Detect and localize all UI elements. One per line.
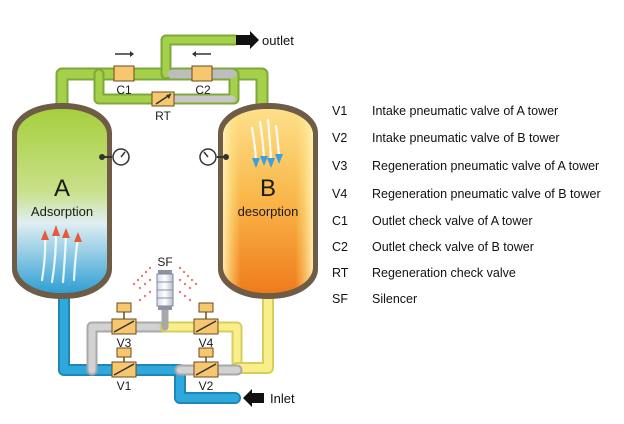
pneumatic-valve-v4: V4 xyxy=(193,302,219,350)
legend-desc: Outlet check valve of B tower xyxy=(372,240,534,254)
c2-label: C2 xyxy=(195,83,211,97)
tower-a-label: Adsorption xyxy=(31,204,93,219)
v4-label: V4 xyxy=(199,336,214,350)
legend-desc: Silencer xyxy=(372,292,418,306)
pneumatic-valve-v1: V1 xyxy=(111,347,137,393)
legend-desc: Regeneration pneumatic valve of A tower xyxy=(372,159,600,173)
tower-b-pressure-gauge-icon xyxy=(199,148,229,166)
tower-b: B desorption xyxy=(218,103,318,299)
legend-code: RT xyxy=(332,266,349,280)
sf-label: SF xyxy=(157,255,172,269)
flow-left-arrow-icon xyxy=(192,51,196,57)
outlet-marker: outlet xyxy=(236,31,294,49)
exhaust-dots xyxy=(132,266,198,302)
flow-right-arrow-icon xyxy=(130,51,134,57)
outlet-arrow-icon xyxy=(236,31,259,49)
check-valve-c1: C1 xyxy=(113,51,135,97)
legend-code: C1 xyxy=(332,214,348,228)
legend-desc: Outlet check valve of A tower xyxy=(372,214,533,228)
legend-desc: Regeneration check valve xyxy=(372,266,516,280)
desorption-arrows xyxy=(250,118,283,168)
tower-a-pressure-gauge-icon xyxy=(99,148,130,166)
legend-code: SF xyxy=(332,292,348,306)
tower-b-label: desorption xyxy=(238,204,299,219)
legend-desc: Intake pneumatic valve of A tower xyxy=(372,104,559,118)
outlet-label: outlet xyxy=(262,33,294,48)
regeneration-check-valve-rt: RT xyxy=(151,91,175,123)
legend-code: V4 xyxy=(332,187,348,201)
inlet-arrow-icon xyxy=(243,389,264,407)
pneumatic-valve-v3: V3 xyxy=(111,302,137,350)
legend-code: C2 xyxy=(332,240,348,254)
v2-label: V2 xyxy=(199,379,214,393)
legend-code: V3 xyxy=(332,159,348,173)
legend-code: V1 xyxy=(332,104,348,118)
tower-a-letter: A xyxy=(54,175,70,202)
legend-code: V2 xyxy=(332,131,348,145)
c1-label: C1 xyxy=(116,83,132,97)
silencer-sf: SF xyxy=(132,255,198,310)
adsorption-arrows xyxy=(40,225,82,284)
v1-label: V1 xyxy=(117,379,132,393)
check-valve-c2: C2 xyxy=(191,51,213,97)
inlet-label: Inlet xyxy=(270,391,295,406)
v3-label: V3 xyxy=(117,336,132,350)
rt-label: RT xyxy=(155,109,171,123)
legend-desc: Intake pneumatic valve of B tower xyxy=(372,131,560,145)
pneumatic-valve-v2: V2 xyxy=(193,347,219,393)
tower-a: A Adsorption xyxy=(12,103,112,299)
legend-desc: Regeneration pneumatic valve of B tower xyxy=(372,187,601,201)
inlet-marker: Inlet xyxy=(243,389,295,407)
tower-b-letter: B xyxy=(260,175,276,202)
